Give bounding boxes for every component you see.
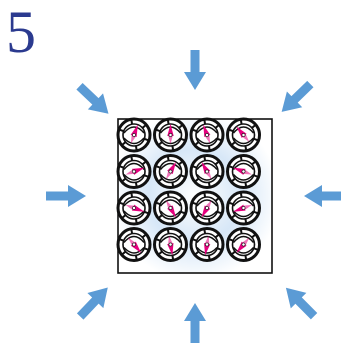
compass-cell <box>153 117 188 153</box>
compass-grid <box>116 117 261 262</box>
compass-needle <box>166 200 176 218</box>
arrow-from-left <box>46 185 86 207</box>
compass-cell <box>226 117 261 153</box>
compass-cell <box>189 227 225 262</box>
compass-needle <box>233 204 252 212</box>
compass-needle <box>166 161 176 180</box>
arrow-from-top-left <box>76 82 109 114</box>
compass-needle <box>233 167 252 175</box>
compass-cell <box>189 190 225 226</box>
compass-cell <box>189 117 225 153</box>
compass-needle <box>203 124 211 144</box>
compass-cell <box>153 154 188 189</box>
step-number: 5 <box>6 0 36 65</box>
compass-needle <box>236 126 250 142</box>
compass-needle <box>130 124 138 144</box>
compass-needle <box>125 204 145 212</box>
compass-cell <box>226 190 261 226</box>
compass-cell <box>116 117 152 153</box>
arrow-from-top <box>184 50 206 90</box>
compass-cell <box>226 154 261 189</box>
compass-cell <box>116 190 152 226</box>
compass-needle <box>201 200 212 218</box>
compass-cell <box>153 190 188 226</box>
arrow-from-right <box>304 185 341 207</box>
compass-needle <box>167 124 174 144</box>
arrow-from-bottom-right <box>285 287 318 320</box>
compass-needle <box>125 167 145 175</box>
compass-cell <box>226 227 261 262</box>
compass-needle <box>128 237 142 253</box>
compass-needle <box>236 237 250 253</box>
arrow-from-bottom <box>184 303 206 343</box>
compass-needle <box>204 235 211 256</box>
compass-needle <box>167 235 174 256</box>
compass-needle <box>201 161 212 180</box>
arrow-from-top-right <box>281 80 314 112</box>
inward-arrows <box>46 50 341 343</box>
compass-cell <box>189 154 225 189</box>
arrow-from-bottom-left <box>76 287 108 320</box>
compass-cell <box>153 227 188 262</box>
compass-cell <box>116 227 152 262</box>
compass-cell <box>116 154 152 189</box>
